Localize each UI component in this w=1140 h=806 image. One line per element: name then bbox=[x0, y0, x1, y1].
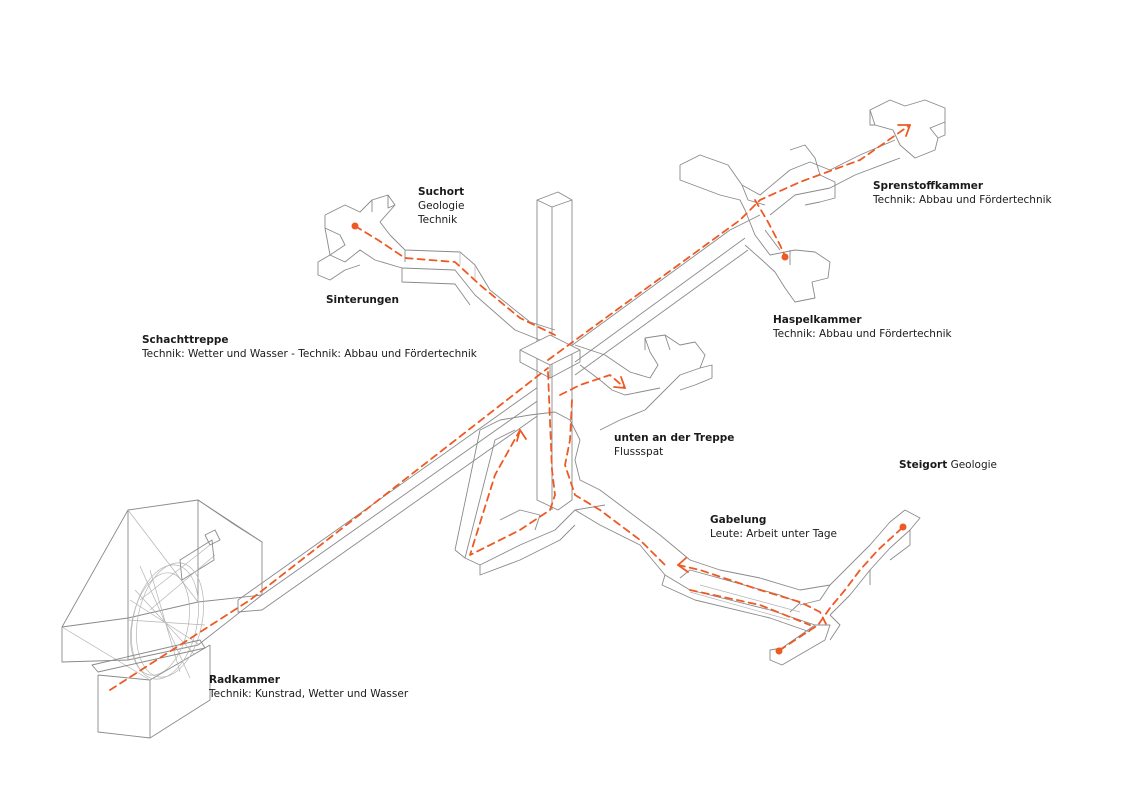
label-steigort: Steigort Geologie bbox=[899, 458, 997, 472]
lower-gallery bbox=[454, 411, 921, 666]
main-gallery bbox=[237, 214, 761, 613]
route-suchort-to-shaft bbox=[354, 225, 556, 336]
sprenstoff-haspel-branch bbox=[679, 99, 946, 303]
label-sinterungen: Sinterungen bbox=[326, 293, 399, 307]
haspelkammer-name: Haspelkammer bbox=[773, 314, 862, 326]
end-dot bbox=[775, 647, 783, 655]
route-gabelung-lower bbox=[677, 564, 829, 629]
label-sprenstoffkammer: Sprenstoffkammer Technik: Abbau und Förd… bbox=[873, 179, 1052, 207]
label-suchort: Suchort Geologie Technik bbox=[418, 185, 464, 227]
radkammer-chamber bbox=[61, 499, 263, 739]
steigort-dot bbox=[899, 523, 907, 531]
schachttreppe-desc: Technik: Wetter und Wasser - Technik: Ab… bbox=[142, 348, 477, 360]
sprenstoffkammer-name: Sprenstoffkammer bbox=[873, 180, 984, 192]
label-treppe: unten an der Treppe Flussspat bbox=[614, 431, 734, 459]
label-gabelung: Gabelung Leute: Arbeit unter Tage bbox=[710, 513, 837, 541]
radkammer-desc: Technik: Kunstrad, Wetter und Wasser bbox=[209, 688, 409, 700]
route-radkammer-to-shaft bbox=[109, 367, 549, 691]
vertical-shaft bbox=[519, 191, 581, 511]
treppe-desc: Flussspat bbox=[614, 446, 664, 458]
label-radkammer: Radkammer Technik: Kunstrad, Wetter und … bbox=[209, 673, 408, 701]
suchort-dot bbox=[351, 222, 359, 230]
route-shaft-down-stairs bbox=[469, 371, 556, 556]
steigort-name: Steigort bbox=[899, 459, 948, 471]
suchort-line-1: Geologie bbox=[418, 200, 465, 212]
route-shaft-to-treppe-down bbox=[559, 374, 626, 396]
route-loop bbox=[689, 589, 811, 626]
haspel-dot bbox=[781, 253, 789, 261]
gabelung-name: Gabelung bbox=[710, 514, 767, 526]
treppe-branch bbox=[574, 334, 713, 431]
sprenstoffkammer-desc: Technik: Abbau und Fördertechnik bbox=[873, 194, 1052, 206]
route-shaft-to-sprenstoff bbox=[547, 124, 911, 361]
route-junction-to-haspel bbox=[754, 199, 786, 257]
suchort-branch bbox=[317, 194, 556, 341]
sinterungen-name: Sinterungen bbox=[326, 294, 400, 306]
schachttreppe-name: Schachttreppe bbox=[142, 334, 229, 346]
suchort-line-2: Technik bbox=[418, 214, 458, 226]
visitor-route bbox=[109, 124, 911, 691]
steigort-desc: Geologie bbox=[950, 459, 997, 471]
route-treppe-to-gabelung bbox=[564, 399, 666, 566]
treppe-name: unten an der Treppe bbox=[614, 432, 735, 444]
label-schachttreppe: Schachttreppe Technik: Wetter und Wasser… bbox=[142, 333, 477, 361]
gabelung-desc: Leute: Arbeit unter Tage bbox=[710, 528, 838, 540]
route-steigort bbox=[779, 527, 903, 651]
label-haspelkammer: Haspelkammer Technik: Abbau und Förderte… bbox=[773, 313, 952, 341]
suchort-name: Suchort bbox=[418, 186, 465, 198]
radkammer-name: Radkammer bbox=[209, 674, 280, 686]
haspelkammer-desc: Technik: Abbau und Fördertechnik bbox=[773, 328, 952, 340]
